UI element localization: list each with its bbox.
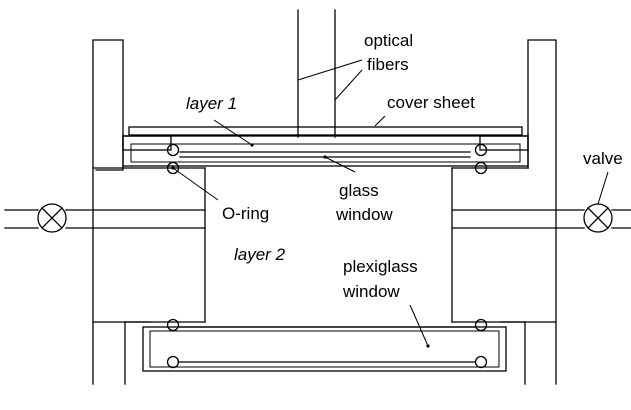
right-wall	[499, 39, 557, 385]
layer1-label: layer 1	[186, 94, 237, 113]
plexiglass-window-label-line1: plexiglass	[343, 257, 418, 276]
right-pipe	[451, 209, 631, 229]
o-rings-top	[166, 143, 488, 175]
plexiglass-window-assembly	[142, 326, 507, 372]
o-ring-label: O-ring	[222, 204, 269, 223]
right-valve-icon	[583, 203, 613, 233]
left-pipe	[4, 209, 206, 229]
glass-window-label-line2: window	[335, 205, 393, 224]
glass-window-label-line1: glass	[339, 181, 379, 200]
cover-sheet-label: cover sheet	[387, 93, 475, 112]
left-valve-icon	[37, 203, 67, 233]
cover-sheet	[128, 126, 523, 136]
glass-window-assembly	[122, 135, 529, 167]
valve-label: valve	[583, 149, 623, 168]
optical-fibers-label-line2: fibers	[367, 55, 409, 74]
left-wall	[92, 39, 151, 385]
layer2-label: layer 2	[234, 245, 286, 264]
o-rings-bottom	[166, 318, 488, 369]
leader-lines	[172, 59, 609, 348]
plexiglass-window-label-line2: window	[342, 282, 400, 301]
optical-fibers-label-line1: optical	[364, 31, 413, 50]
inner-chamber	[122, 167, 529, 323]
optical-fibers	[297, 9, 336, 138]
